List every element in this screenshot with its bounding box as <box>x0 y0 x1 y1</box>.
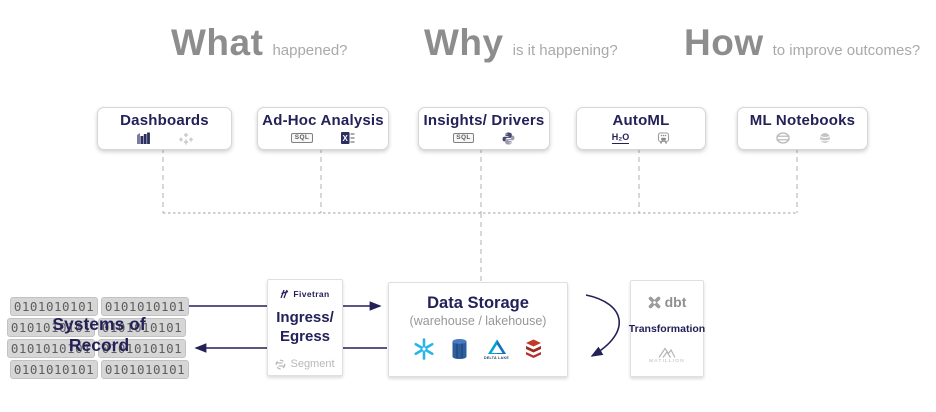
delta-lake-logo: DELTA LAKE <box>484 339 509 360</box>
box-dashboards: Dashboards <box>97 107 232 150</box>
box-dashboards-title: Dashboards <box>120 112 209 129</box>
tableau-icon <box>179 132 193 144</box>
binary-block: 0101010101 <box>98 339 186 358</box>
fivetran-icon <box>280 289 289 299</box>
box-ml-notebooks-title: ML Notebooks <box>749 112 856 129</box>
header-how-small: to improve outcomes? <box>772 42 921 59</box>
box-adhoc-analysis: Ad-Hoc Analysis SQL X <box>257 107 389 150</box>
sql-icon: SQL <box>452 132 475 144</box>
binary-block: 0101010101 <box>7 339 95 358</box>
systems-of-record-label: Systems of Record <box>8 314 190 356</box>
box-ingress-egress: Fivetran Ingress/ Egress Segment <box>267 279 343 376</box>
snowflake-icon <box>414 338 434 360</box>
box-automl-title: AutoML <box>612 112 670 129</box>
excel-icon: X <box>340 132 355 144</box>
notebook-sphere-icon <box>819 133 830 143</box>
delta-lake-icon <box>487 339 506 354</box>
data-storage-title: Data Storage <box>427 294 529 312</box>
databricks-icon <box>526 339 542 358</box>
matillion-icon <box>658 347 676 358</box>
binary-block: 0101010101 <box>101 360 189 379</box>
box-data-storage: Data Storage (warehouse / lakehouse) <box>388 282 568 377</box>
header-what-big: What <box>171 22 264 63</box>
box-insights-title: Insights/ Drivers <box>423 112 545 129</box>
header-why: Why is it happening? <box>424 22 618 64</box>
dbt-icon <box>648 296 660 308</box>
systems-of-record-line1: Systems of <box>52 314 146 334</box>
dbt-label: dbt <box>664 294 687 310</box>
binary-block: 0101010101 <box>10 360 98 379</box>
header-why-small: is it happening? <box>512 42 618 59</box>
transformation-title: Transformation <box>628 323 706 335</box>
jupyter-icon <box>775 132 790 144</box>
data-storage-icons: DELTA LAKE <box>413 338 543 360</box>
box-ml-notebooks: ML Notebooks <box>737 107 868 150</box>
header-why-big: Why <box>424 22 504 63</box>
ingress-title-line1: Ingress/ <box>276 309 334 326</box>
matillion-logo: MATILLION <box>649 347 685 364</box>
redshift-icon <box>452 339 467 359</box>
box-automl-icons: H₂O <box>611 131 671 145</box>
box-insights-icons: SQL <box>452 131 516 145</box>
box-transformation: dbt Transformation MATILLION <box>628 280 706 377</box>
segment-label: Segment <box>290 358 335 370</box>
h2o-icon: H₂O <box>611 131 630 144</box>
box-automl: AutoML H₂O <box>576 107 706 150</box>
fivetran-label: Fivetran <box>293 289 330 299</box>
segment-logo: Segment <box>275 358 335 370</box>
box-ml-notebooks-icons <box>775 131 831 145</box>
delta-lake-label: DELTA LAKE <box>483 355 510 360</box>
segment-icon <box>276 359 286 369</box>
binary-block: 0101010101 <box>98 318 186 337</box>
power-bi-icon <box>137 132 150 144</box>
header-what: What happened? <box>171 22 348 64</box>
binary-block: 0101010101 <box>10 297 98 316</box>
box-adhoc-title: Ad-Hoc Analysis <box>262 112 384 129</box>
fivetran-logo: Fivetran <box>280 289 329 299</box>
box-adhoc-icons: SQL X <box>291 131 355 145</box>
datarobot-icon <box>658 132 670 144</box>
svg-text:X: X <box>342 134 348 143</box>
systems-of-record-line2: Record <box>68 335 130 355</box>
binary-block: 0101010101 <box>7 318 95 337</box>
binary-block: 0101010101 <box>101 297 189 316</box>
ingress-title-line2: Egress <box>279 328 331 345</box>
dbt-logo: dbt <box>648 294 687 310</box>
sql-icon: SQL <box>291 132 313 144</box>
header-how-big: How <box>684 22 764 63</box>
data-storage-subtitle: (warehouse / lakehouse) <box>409 314 547 328</box>
box-insights-drivers: Insights/ Drivers SQL <box>418 107 550 150</box>
box-dashboards-icons <box>136 131 193 145</box>
ingress-egress-title: Ingress/ Egress <box>276 308 334 346</box>
python-icon <box>502 132 515 144</box>
header-how: How to improve outcomes? <box>684 22 920 64</box>
header-what-small: happened? <box>272 42 348 59</box>
matillion-label: MATILLION <box>649 359 685 364</box>
